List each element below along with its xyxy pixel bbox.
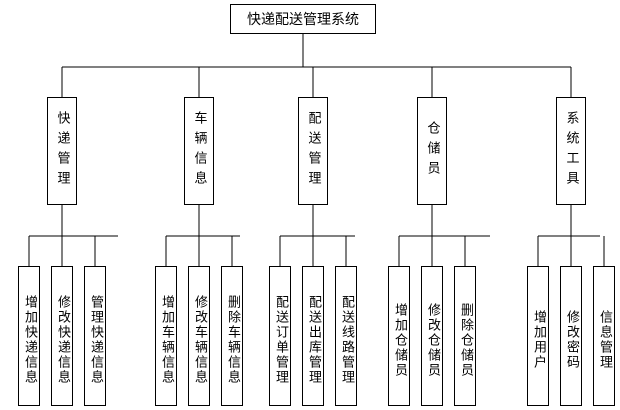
leaf-node-1-2: 修改快递信息	[51, 266, 73, 406]
branch-node-2: 车辆信息	[184, 97, 214, 205]
branch-node-5: 系统工具	[556, 97, 586, 205]
leaf-node-2-1: 增加车辆信息	[155, 266, 177, 406]
leaf-node-2-2: 修改车辆信息	[188, 266, 210, 406]
branch-node-1: 快递管理	[47, 97, 77, 205]
leaf-node-4-3: 删除仓储员	[454, 266, 476, 406]
leaf-node-4-2: 修改仓储员	[421, 266, 443, 406]
leaf-node-4-1: 增加仓储员	[388, 266, 410, 406]
leaf-node-5-3: 信息管理	[593, 266, 615, 406]
branch-node-4: 仓储员	[417, 97, 447, 205]
leaf-node-3-3: 配送线路管理	[335, 266, 357, 406]
leaf-node-5-1: 增加用户	[527, 266, 549, 406]
leaf-node-3-1: 配送订单管理	[269, 266, 291, 406]
leaf-node-5-2: 修改密码	[560, 266, 582, 406]
root-node: 快递配送管理系统	[230, 4, 376, 34]
leaf-node-3-2: 配送出库管理	[302, 266, 324, 406]
branch-node-3: 配送管理	[298, 97, 328, 205]
leaf-node-1-3: 管理快递信息	[84, 266, 106, 406]
leaf-node-1-1: 增加快递信息	[18, 266, 40, 406]
leaf-node-2-3: 删除车辆信息	[221, 266, 243, 406]
